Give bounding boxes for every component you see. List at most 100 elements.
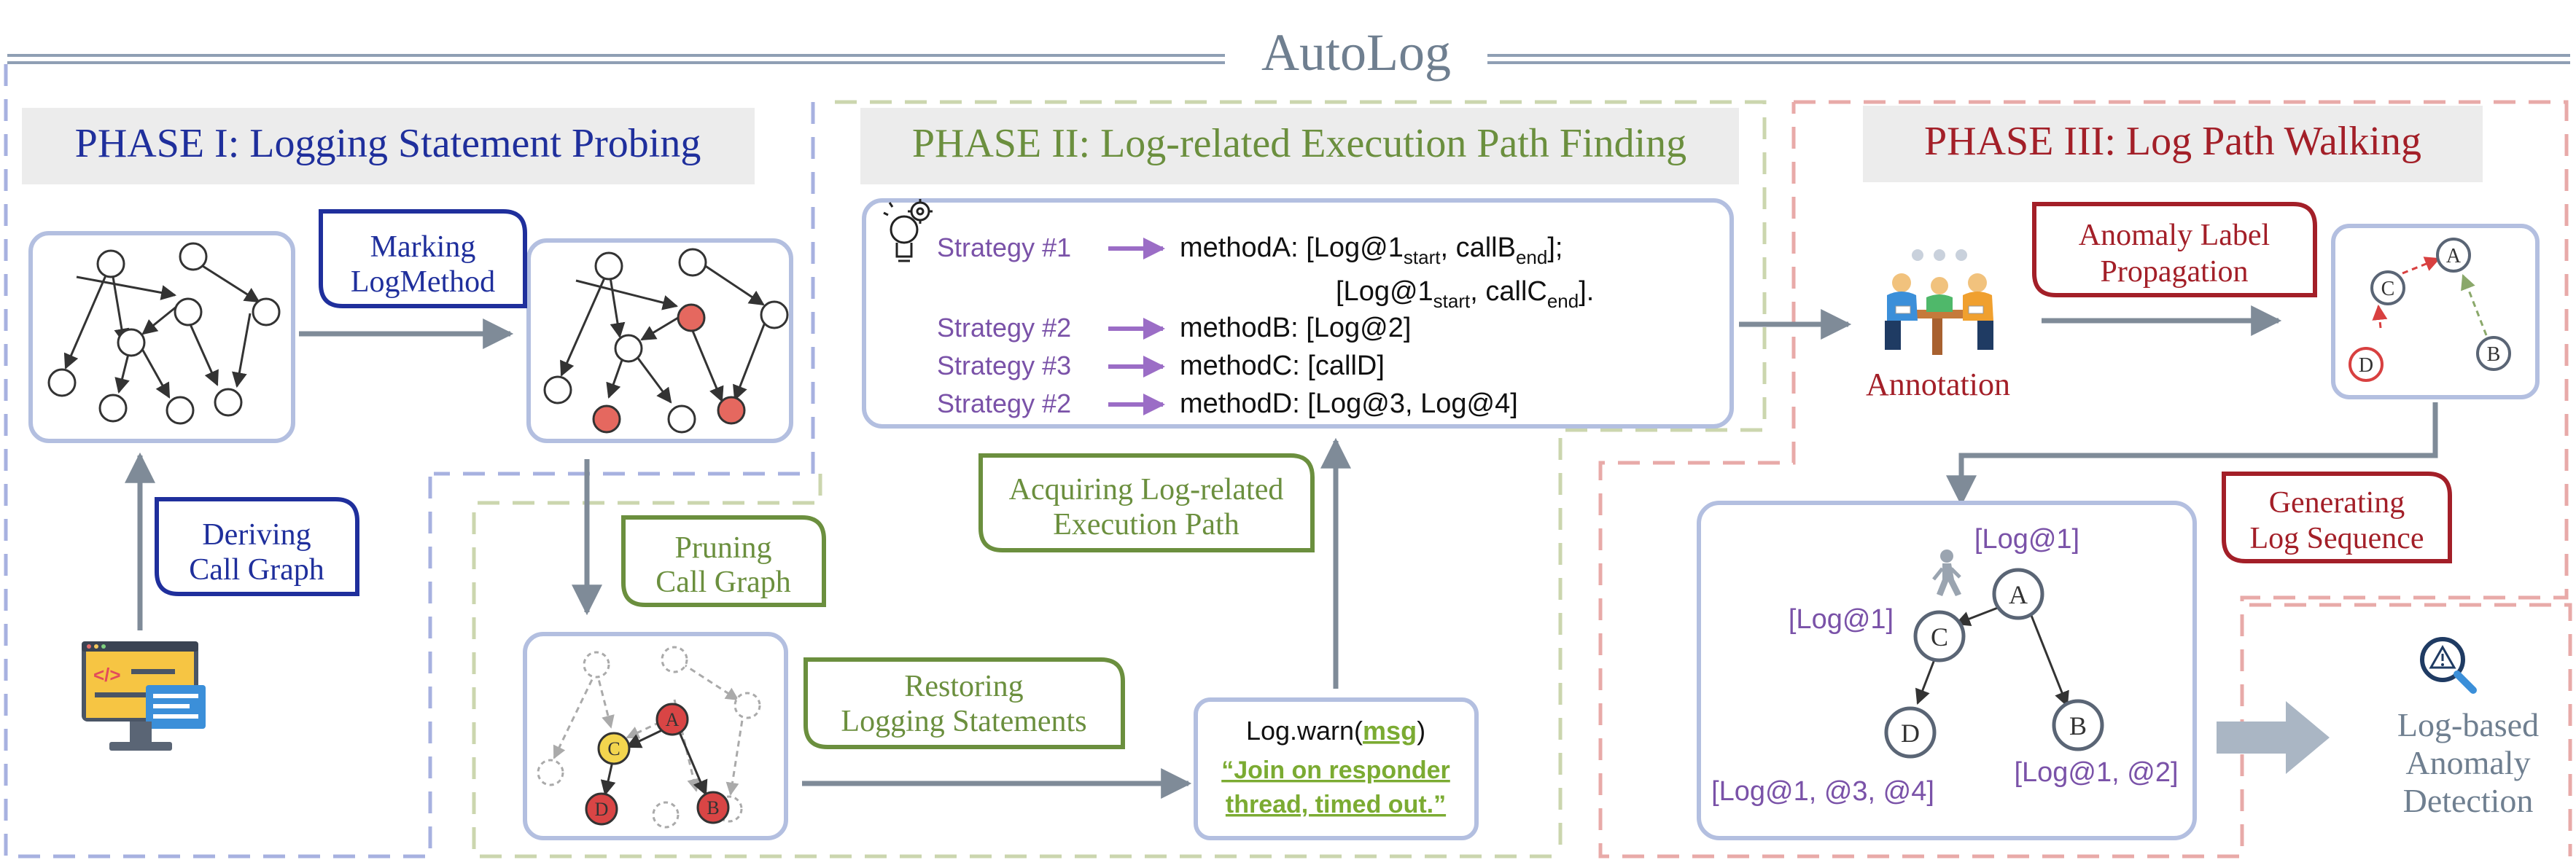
svg-text:Pruning: Pruning [674, 531, 771, 565]
strategy-list: Strategy #1 methodA: [Log@1start, callBen… [937, 232, 1594, 419]
walking-person-icon [1932, 550, 1961, 596]
method-text-part: end [1516, 246, 1547, 268]
svg-text:D: D [1901, 719, 1920, 748]
method-text-part: start [1433, 290, 1471, 312]
svg-text:Call Graph: Call Graph [655, 566, 790, 599]
detection-line2: Anomaly [2405, 744, 2530, 781]
graph-node [594, 251, 623, 281]
svg-text:Acquiring Log-related: Acquiring Log-related [1009, 473, 1284, 507]
method-log-spec: methodD: [Log@3, Log@4] [1180, 388, 1518, 419]
deriving-call-graph-label: Deriving Call Graph [155, 497, 359, 596]
graph-node [760, 300, 789, 329]
pruned-call-graph-box: A C D B [523, 632, 788, 840]
phase3-title: PHASE III: Log Path Walking [1924, 119, 2421, 164]
autolog-title: AutoLog [1261, 23, 1451, 82]
call-graph-box-initial [28, 231, 295, 443]
magnifier-warning-icon [2420, 637, 2477, 694]
restoring-logging-statements-label: Restoring Logging Statements [803, 657, 1125, 749]
annotation-label: Annotation [1866, 367, 2010, 402]
svg-text:Generating: Generating [2269, 486, 2405, 520]
marking-logmethod-label: Marking LogMethod [319, 209, 527, 308]
phase1-title-bg [22, 108, 755, 184]
method-text-part: methodD: [Log@3, Log@4] [1180, 388, 1518, 419]
log-message-line1: “Join on responder [1221, 756, 1450, 784]
svg-text:Deriving: Deriving [202, 518, 311, 552]
graph-node [47, 368, 77, 397]
log-statement-box: Log.warn(msg) “Join on responder thread,… [1194, 697, 1479, 840]
pruned-node-d [585, 792, 618, 826]
pruned-node-a [655, 703, 689, 736]
log-warn-arg: msg [1363, 716, 1417, 746]
graph-node [543, 375, 572, 404]
method-text-part: methodA: [Log@1 [1180, 232, 1404, 263]
svg-text:LogMethod: LogMethod [351, 265, 495, 299]
graph-node [166, 396, 195, 425]
strategy-label: Strategy #2 [937, 313, 1071, 343]
arrow-to-detection [2217, 701, 2330, 774]
log-label-c: [Log@1] [1789, 604, 1894, 635]
phase2-title-bg [860, 108, 1739, 184]
svg-text:Log.warn(msg): Log.warn(msg) [1246, 716, 1425, 746]
svg-text:Logging Statements: Logging Statements [841, 705, 1086, 738]
log-warn-suffix: ) [1417, 716, 1425, 746]
svg-text:C: C [1931, 622, 1948, 652]
svg-text:B: B [707, 797, 719, 818]
method-text-part: ]. [1579, 276, 1594, 307]
lightbulb-gear-icon [883, 199, 933, 262]
phase3-title-bg [1863, 106, 2483, 182]
method-text-part: ]; [1547, 232, 1563, 263]
method-log-spec: methodC: [callD] [1180, 351, 1385, 381]
svg-text:</>: </> [93, 664, 121, 686]
svg-text:Log Sequence: Log Sequence [2249, 522, 2424, 555]
svg-text:A: A [2446, 245, 2462, 267]
detection-line3: Detection [2403, 782, 2534, 819]
method-log-spec: methodA: [Log@1start, callBend]; [1180, 232, 1563, 268]
svg-text:C: C [2381, 278, 2395, 300]
pruning-call-graph-label: Pruning Call Graph [621, 515, 826, 607]
svg-text:Anomaly Label: Anomaly Label [2079, 219, 2270, 252]
strategy-label: Strategy #1 [937, 232, 1071, 262]
graph-node [667, 404, 696, 434]
code-editor-monitor-icon: </> [82, 641, 206, 751]
strategy-label: Strategy #3 [937, 351, 1071, 380]
propagation-graph-box: A C D B [2331, 224, 2540, 399]
graph-node-logged [677, 303, 706, 332]
log-label-b: [Log@1, @2] [2014, 757, 2178, 788]
graph-node [252, 297, 281, 327]
svg-text:C: C [607, 738, 620, 759]
log-message-line2: thread, timed out.” [1226, 791, 1446, 818]
graph-node [179, 242, 208, 271]
strategy-label: Strategy #2 [937, 388, 1071, 418]
autolog-title-bar: AutoLog [7, 23, 2570, 82]
call-graph-box-marked [526, 238, 793, 443]
pruned-node-c [597, 732, 631, 765]
method-text-part: [Log@1 [1336, 276, 1433, 307]
detection-line1: Log-based [2397, 706, 2539, 743]
svg-text:Call Graph: Call Graph [189, 553, 324, 587]
method-text-part: , callC [1470, 276, 1547, 307]
phase2-title: PHASE II: Log-related Execution Path Fin… [912, 121, 1686, 166]
svg-text:D: D [595, 799, 609, 820]
graph-node [96, 249, 125, 278]
graph-node [214, 388, 243, 417]
svg-text:Propagation: Propagation [2101, 255, 2249, 289]
graph-node [117, 328, 146, 357]
method-text-part: end [1547, 290, 1579, 312]
svg-text:A: A [2009, 580, 2028, 609]
phase2-region [472, 100, 1767, 859]
svg-text:B: B [2069, 711, 2087, 740]
graph-node [174, 297, 203, 327]
method-log-spec: [Log@1start, callCend]. [1336, 276, 1594, 312]
svg-text:A: A [666, 709, 680, 730]
arrow-generating [1946, 402, 2438, 507]
graph-node [678, 248, 707, 277]
phase1-title: PHASE I: Logging Statement Probing [75, 121, 701, 166]
log-warn-prefix: Log.warn( [1246, 716, 1363, 746]
log-label-a: [Log@1] [1974, 524, 2079, 555]
acquiring-execution-path-label: Acquiring Log-related Execution Path [978, 453, 1315, 552]
generating-log-sequence-label: Generating Log Sequence [2222, 472, 2452, 563]
graph-node-logged [717, 396, 746, 425]
method-text-part: start [1404, 246, 1441, 268]
svg-text:B: B [2487, 343, 2501, 366]
